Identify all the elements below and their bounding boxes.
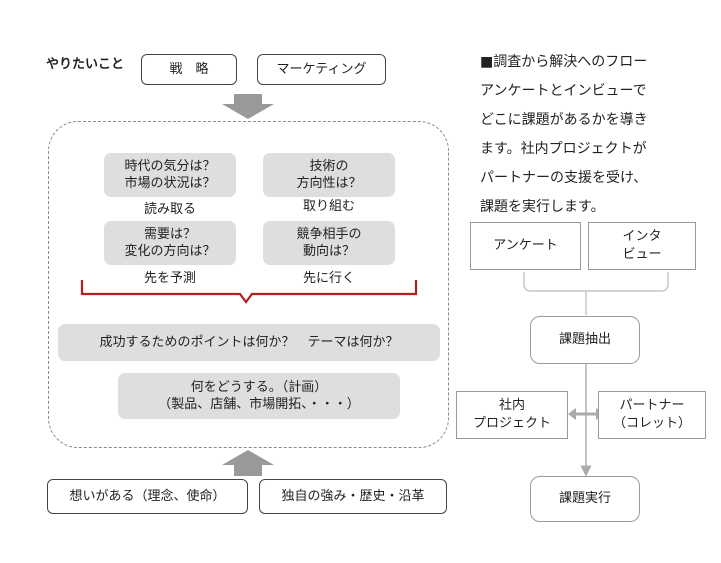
goal-strategy: 戦 略 [141,54,237,85]
foundation-strength: 独自の強み・歴史・沿革 [259,479,447,514]
action-lead: 先に行く [302,271,355,286]
merge-bracket [523,272,669,315]
success-point-bar: 成功するためのポイントは何か？ テーマは何か？ [58,324,440,361]
issue-execution: 課題実行 [530,476,640,522]
issue-extraction: 課題抽出 [530,316,640,364]
source-interview: インタ ビュー [588,222,696,270]
action-forecast: 先を予測 [143,271,196,286]
card-competitors: 競争相手の 動向は？ [263,221,395,265]
source-survey: アンケート [470,222,581,270]
card-market-mood: 時代の気分は？ 市場の状況は？ [104,153,236,197]
partner-collet: パートナー （コレット） [598,391,706,439]
analysis-frame [48,121,449,448]
foundation-philosophy: 想いがある（理念、使命） [47,479,248,514]
goal-marketing: マーケティング [257,54,386,85]
plan-bar: 何をどうする。（計画） （製品、店舗、市場開拓、・・・） [118,373,400,419]
up-arrow [222,450,274,476]
action-tackle: 取り組む [302,199,355,214]
card-technology: 技術の 方向性は？ [263,153,395,197]
goal-label: やりたいこと [46,57,125,72]
internal-project: 社内 プロジェクト [456,391,568,439]
analysis-bracket [80,280,418,304]
down-arrow [222,94,274,119]
flow-description: ■調査から解決へのフロー アンケートとインビューで どこに課題があるかを導き ま… [480,54,648,215]
action-read: 読み取る [143,202,196,217]
card-demand: 需要は？ 変化の方向は？ [104,221,236,265]
